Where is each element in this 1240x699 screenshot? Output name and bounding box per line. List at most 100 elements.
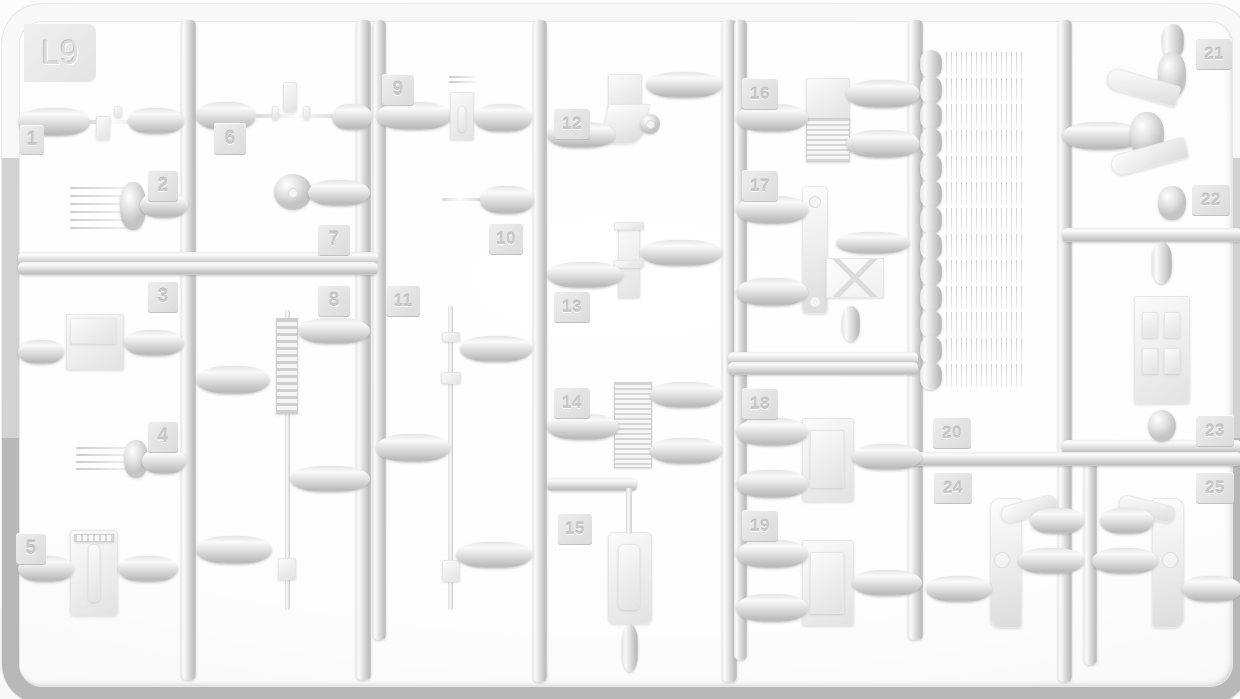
part-number-tab-13: 13 xyxy=(554,291,590,323)
part-number-tab-6: 6 xyxy=(214,123,246,155)
rake-gate-10 xyxy=(920,284,942,312)
gate-stub-9b xyxy=(474,104,532,132)
part-11-muzzle xyxy=(442,560,460,582)
part-14-louvers xyxy=(614,382,652,468)
gate-stub-16b xyxy=(846,130,920,158)
rake-strip-12 xyxy=(944,338,1024,361)
part-13-cap-top xyxy=(614,222,644,230)
part-6-fitting-r xyxy=(303,106,310,120)
part-number-text: 8 xyxy=(328,290,340,311)
part-17-bore-bottom xyxy=(809,296,821,308)
gate-stub-16a xyxy=(846,80,920,108)
gate-stub-19a xyxy=(736,540,808,568)
part-20-rake-cluster xyxy=(920,50,1030,395)
part-1-collar xyxy=(96,116,110,140)
part-number-text: 20 xyxy=(942,423,962,442)
gate-stub-19b xyxy=(736,594,808,622)
part-number-text: 11 xyxy=(393,291,413,310)
gate-stub-11b xyxy=(376,434,450,462)
rake-strip-09 xyxy=(944,260,1024,283)
gate-stub-18b xyxy=(736,470,808,498)
part-number-text: 1 xyxy=(26,129,38,150)
part-8-barrel xyxy=(285,310,290,610)
gate-stub-13a xyxy=(640,240,722,266)
part-1-shaft xyxy=(88,120,156,124)
part-number-text: 13 xyxy=(562,297,582,316)
part-16-panel xyxy=(806,78,850,122)
part-7-bore xyxy=(288,188,298,198)
rake-strip-02 xyxy=(944,78,1024,101)
gate-stub-15 xyxy=(622,624,638,672)
gate-stub-12a xyxy=(646,72,722,98)
gate-stub-14b xyxy=(650,438,722,464)
part-24-bore xyxy=(994,552,1010,568)
part-23-bin-face-d xyxy=(1164,348,1180,374)
part-17-bore-top xyxy=(809,196,821,208)
part-17-elbow xyxy=(836,232,910,254)
part-23-stem-top xyxy=(1152,242,1172,284)
rake-gate-12 xyxy=(920,336,942,364)
rake-gate-13 xyxy=(920,362,942,390)
rake-gate-09 xyxy=(920,258,942,286)
gate-stub-17b xyxy=(736,278,808,306)
gate-stub-9a xyxy=(376,102,452,130)
rake-gate-07 xyxy=(920,206,942,234)
part-11-ring-upper xyxy=(442,332,460,342)
part-number-text: 7 xyxy=(328,229,340,250)
part-number-tab-24: 24 xyxy=(934,472,972,504)
part-number-tab-22: 22 xyxy=(1192,184,1230,216)
part-25-gate-c xyxy=(1182,576,1240,602)
rake-strip-01 xyxy=(944,52,1024,75)
part-number-tab-5: 5 xyxy=(16,533,46,565)
part-9-crown xyxy=(449,74,475,90)
rake-gate-08 xyxy=(920,232,942,260)
runner-vertical-3 xyxy=(373,20,386,640)
part-number-text: 15 xyxy=(565,519,585,538)
part-number-tab-19: 19 xyxy=(742,510,778,542)
part-number-text: 10 xyxy=(496,229,516,248)
rake-strip-13 xyxy=(944,364,1024,387)
part-3-top-face xyxy=(70,318,116,344)
part-15-stem-upper xyxy=(626,488,632,534)
part-11-ring-lower xyxy=(441,372,461,384)
rake-strip-06 xyxy=(944,182,1024,205)
part-23-bin-face-a xyxy=(1142,312,1158,338)
part-number-tab-15: 15 xyxy=(558,513,592,545)
part-22-knuckle xyxy=(1158,186,1186,220)
part-12-eye-bore xyxy=(646,120,655,129)
runner-horizontal-mid-center xyxy=(547,478,637,491)
rake-gate-01 xyxy=(920,50,942,78)
gate-stub-11c xyxy=(456,542,532,568)
part-number-tab-17: 17 xyxy=(742,170,778,202)
part-5-rivets xyxy=(74,534,114,542)
part-5-slot xyxy=(88,544,100,602)
runner-vertical-8 xyxy=(1058,20,1072,682)
gate-stub-3a xyxy=(124,330,184,356)
part-number-tab-8: 8 xyxy=(318,285,350,317)
sprue-label-plate: L9 xyxy=(24,24,96,82)
part-number-tab-2: 2 xyxy=(148,170,178,202)
rake-gate-05 xyxy=(920,154,942,182)
part-number-tab-4: 4 xyxy=(148,421,178,453)
part-23-gate-ball xyxy=(1148,410,1176,442)
part-number-text: 4 xyxy=(157,426,169,447)
rake-gate-06 xyxy=(920,180,942,208)
part-17-grid xyxy=(826,258,884,298)
part-number-text: 3 xyxy=(157,286,169,307)
runner-horizontal-mid-left xyxy=(18,262,378,275)
part-8-muzzle xyxy=(278,558,296,580)
part-15-hatch-inner xyxy=(618,544,640,610)
part-23-bin-face-c xyxy=(1142,348,1158,374)
runner-horizontal-bottom-right xyxy=(908,452,1240,466)
part-number-tab-25: 25 xyxy=(1196,472,1234,504)
part-6-barrel xyxy=(283,82,297,112)
gate-stub-13b xyxy=(547,262,623,288)
rake-strip-04 xyxy=(944,130,1024,153)
rake-gate-02 xyxy=(920,76,942,104)
gate-stub-19c xyxy=(852,570,922,596)
sprue-label-text: L9 xyxy=(41,33,79,72)
part-13-cap-mid xyxy=(614,260,644,268)
part-number-tab-20: 20 xyxy=(933,417,971,449)
gate-stub-8c xyxy=(290,466,370,492)
part-number-text: 19 xyxy=(750,516,770,535)
